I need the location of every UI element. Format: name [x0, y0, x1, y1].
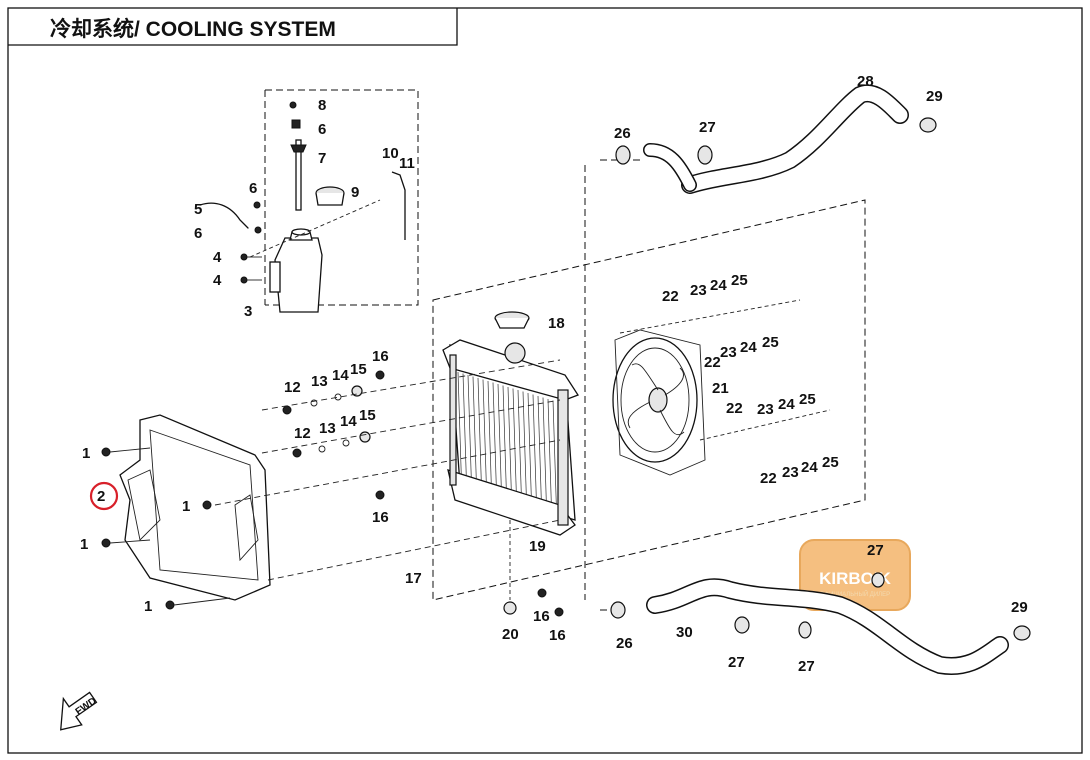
callout-29: 29: [1011, 599, 1028, 616]
callout-24: 24: [740, 339, 757, 356]
fwd-arrow-icon: FWD: [60, 691, 99, 731]
leader-lines: [109, 199, 831, 606]
callout-4: 4: [213, 249, 222, 266]
radiator-cap-18: [494, 311, 530, 329]
callout-1: 1: [144, 598, 152, 615]
callout-24: 24: [778, 396, 795, 413]
callout-1: 1: [82, 445, 90, 462]
callout-6: 6: [318, 121, 326, 138]
callout-29: 29: [926, 88, 943, 105]
reservoir-cap-9: [315, 186, 345, 206]
callout-15: 15: [350, 361, 367, 378]
callout-20: 20: [502, 626, 519, 643]
upper-hose-28: [681, 84, 909, 194]
callout-13: 13: [319, 420, 336, 437]
callout-12: 12: [284, 379, 301, 396]
callout-9: 9: [351, 184, 359, 201]
callout-27: 27: [798, 658, 815, 675]
callout-14: 14: [340, 413, 357, 430]
reservoir-group-outline: [265, 89, 419, 306]
callout-27: 27: [728, 654, 745, 671]
callout-11: 11: [399, 155, 415, 172]
callout-10: 10: [382, 145, 399, 162]
callout-27: 27: [699, 119, 716, 136]
callout-1: 1: [182, 498, 190, 515]
callout-16: 16: [372, 509, 389, 526]
callout-15: 15: [359, 407, 376, 424]
cooling-fan-21: [612, 329, 706, 476]
callout-28: 28: [857, 73, 874, 90]
callout-30: 30: [676, 624, 693, 641]
callout-25: 25: [799, 391, 816, 408]
radiator-group-outline: [432, 199, 866, 601]
callout-23: 23: [720, 344, 737, 361]
callout-18: 18: [548, 315, 565, 332]
callout-12: 12: [294, 425, 311, 442]
callout-22: 22: [760, 470, 777, 487]
callout-25: 25: [822, 454, 839, 471]
callout-23: 23: [782, 464, 799, 481]
callout-labels: 1 1 1 1 2 3 4 4 5 6 6 6 7 8 9 10 11 12 1…: [80, 73, 1028, 675]
hose-clamps: [610, 117, 1031, 641]
callout-22: 22: [726, 400, 743, 417]
callout-16: 16: [372, 348, 389, 365]
callout-17: 17: [405, 570, 422, 587]
callout-25: 25: [731, 272, 748, 289]
callout-16: 16: [533, 608, 550, 625]
callout-22: 22: [704, 354, 721, 371]
diagram-title: 冷却系统/ COOLING SYSTEM: [50, 17, 336, 41]
callout-1: 1: [80, 536, 88, 553]
highlight-circle: [89, 481, 119, 511]
callout-4: 4: [213, 272, 222, 289]
callout-6: 6: [249, 180, 257, 197]
fasteners: [101, 370, 564, 617]
watermark-subtitle: ОФИЦИАЛЬНЫЙ ДИЛЕР: [820, 590, 890, 598]
outer-frame: [7, 7, 1083, 754]
callout-23: 23: [690, 282, 707, 299]
callout-6: 6: [194, 225, 202, 242]
callout-8: 8: [318, 97, 326, 114]
dipstick-7: [290, 139, 307, 211]
callout-7: 7: [318, 150, 326, 167]
callout-3: 3: [244, 303, 252, 320]
fan-shroud-2: [119, 414, 271, 601]
callout-5: 5: [194, 201, 202, 218]
callout-27: 27: [867, 542, 884, 559]
callout-13: 13: [311, 373, 328, 390]
overflow-hose-5: [199, 202, 249, 229]
callout-2: 2: [97, 488, 105, 505]
callout-26: 26: [614, 125, 631, 142]
title-box: [8, 8, 458, 46]
callout-16: 16: [549, 627, 566, 644]
lower-hose-30: [646, 578, 1009, 675]
callout-14: 14: [332, 367, 349, 384]
radiator-17: [442, 339, 579, 536]
fwd-label: FWD: [74, 696, 99, 718]
callout-21: 21: [712, 380, 729, 397]
breather-tube-11: [391, 171, 406, 240]
callout-22: 22: [662, 288, 679, 305]
callout-25: 25: [762, 334, 779, 351]
callout-26: 26: [616, 635, 633, 652]
callout-24: 24: [801, 459, 818, 476]
reservoir-tank-3: [269, 228, 323, 313]
callout-19: 19: [529, 538, 546, 555]
upper-hose-short: [643, 143, 697, 192]
callout-23: 23: [757, 401, 774, 418]
callout-24: 24: [710, 277, 727, 294]
